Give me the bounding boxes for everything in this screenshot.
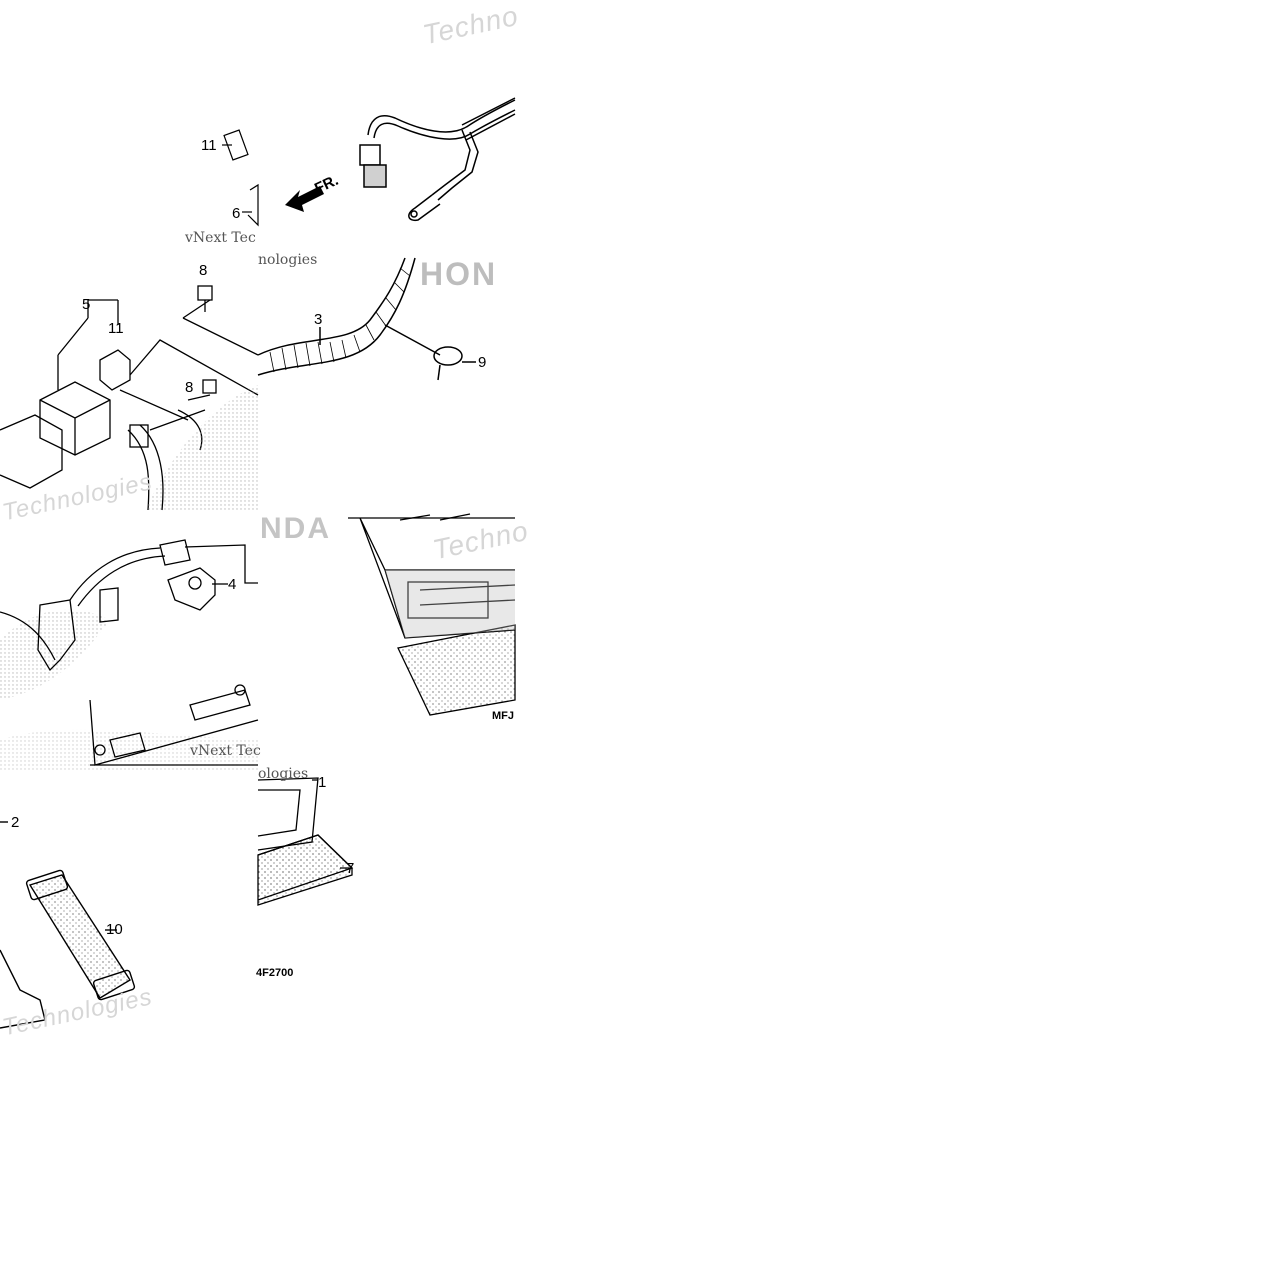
callout-9-clamp: 9 [478, 354, 487, 371]
watermark-logies-b: ologies [258, 766, 309, 782]
front-arrow-icon [285, 186, 324, 212]
battery-pad-drawing [257, 777, 354, 906]
ground-cable-drawing [359, 97, 516, 222]
callout-11-fuse: 11 [201, 137, 217, 154]
callout-10-strap: 10 [106, 921, 123, 938]
drawing-code-mfj: MFJ [492, 710, 514, 722]
strap-drawing [0, 821, 136, 1029]
callout-8-lower-bolt: 8 [185, 379, 194, 396]
callout-4-bracket: 4 [228, 576, 237, 593]
battery-drawing [348, 513, 516, 716]
watermark-logies-a: nologies [258, 252, 318, 268]
drawing-code-number: 4F2700 [256, 967, 294, 979]
callout-7-pad: 7 [346, 860, 355, 877]
callout-2-case: 2 [11, 814, 20, 831]
watermark-nda: NDA [260, 512, 331, 545]
fuse-drawing [222, 129, 259, 227]
callout-11-relay: 11 [108, 320, 124, 337]
callout-6: 6 [232, 205, 241, 222]
starter-cable-drawing [0, 539, 259, 766]
watermark-vnext-b: vNext Tec [190, 743, 261, 759]
callout-1-tray: 1 [318, 774, 327, 791]
watermark-hon: HON [420, 256, 498, 292]
watermark-vnext-a: vNext Tec [185, 230, 256, 246]
callout-5-relay: 5 [82, 296, 91, 313]
relay-drawing [0, 285, 259, 511]
callout-8-upper-bolt: 8 [199, 262, 208, 279]
callout-3-harness: 3 [314, 311, 323, 328]
